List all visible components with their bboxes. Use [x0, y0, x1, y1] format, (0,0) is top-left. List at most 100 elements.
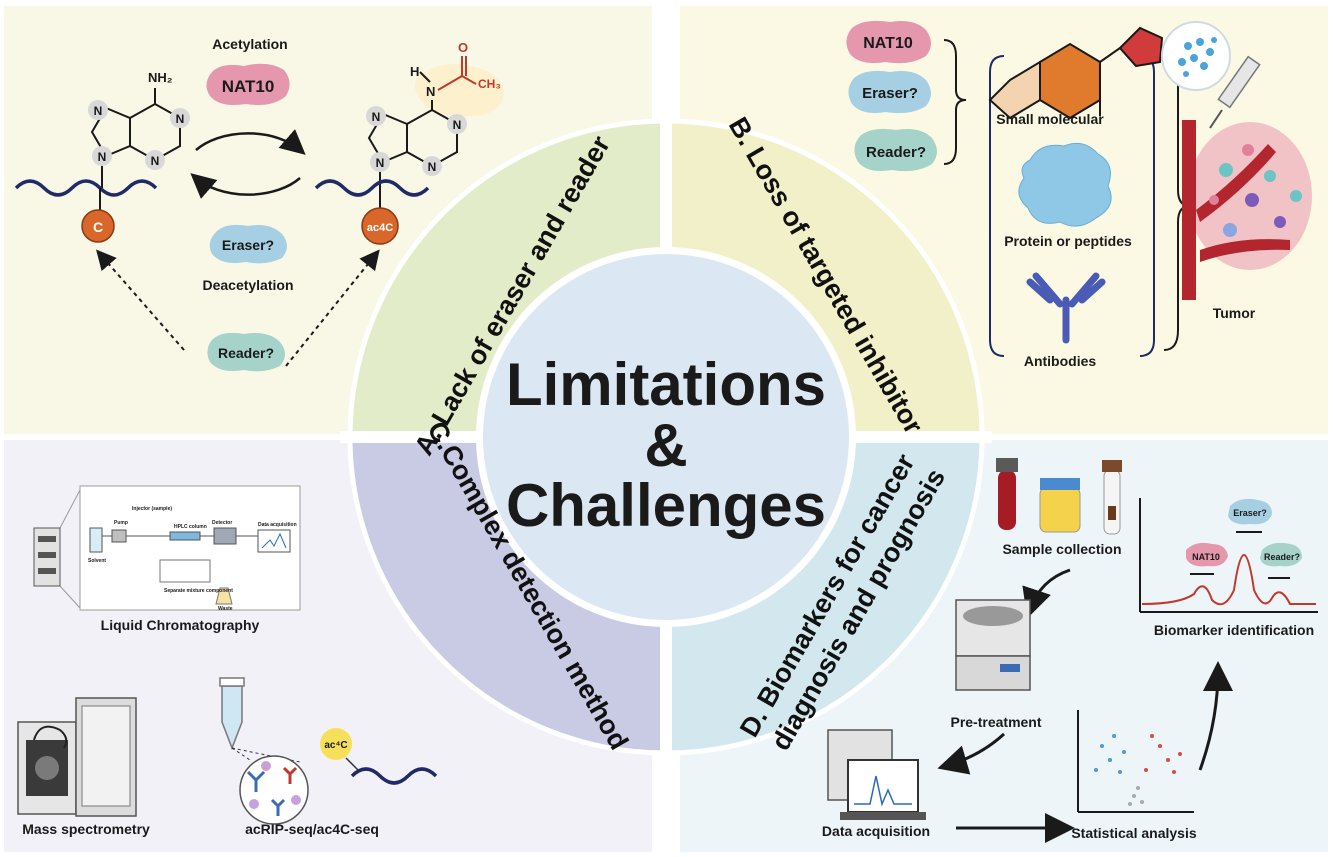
atom-n-c1: [170, 108, 190, 128]
molecule-c-pentring: [90, 106, 131, 158]
liquid-chromatography-label: Liquid Chromatography: [101, 617, 260, 633]
atom-n-r4: [370, 152, 390, 172]
arrow-pretreat: [937, 732, 1006, 775]
nucleotide-ac4c-circle: [361, 207, 399, 245]
atom-n-c1-label: N: [176, 112, 185, 126]
small-molecule-icon: [988, 26, 1164, 120]
syringe-icon: [1161, 21, 1261, 129]
arrow-sample-to-centrifuge: [1022, 568, 1071, 619]
center-title-line2: &: [644, 412, 687, 479]
atom-n-c4-label: N: [98, 150, 107, 164]
o-label: O: [458, 40, 468, 55]
n-acetyl-label: N: [426, 84, 435, 99]
reader-blob-b: [854, 128, 937, 172]
biomarker-chromatogram: [1139, 498, 1318, 613]
nucleotide-c-label: C: [93, 219, 103, 235]
eraser-blob-a: [209, 224, 287, 264]
protein-label: Protein or peptides: [1004, 233, 1132, 249]
nat10-label-b: NAT10: [863, 35, 913, 52]
atom-n-c3-label: N: [94, 104, 103, 118]
peak-nat10-label: NAT10: [1192, 552, 1220, 562]
seq-icon: [219, 677, 438, 825]
brace-inner: [943, 39, 967, 165]
panel-d: Sample collection Pre-treatment Data acq…: [822, 458, 1318, 843]
ch3-label: CH₃: [478, 77, 501, 91]
sample-collection-label: Sample collection: [1002, 541, 1121, 557]
deacetylation-label: Deacetylation: [202, 277, 293, 293]
molecule-ac4c: H N O CH₃ N N N N: [366, 40, 504, 188]
ring-segment-c: [350, 437, 666, 753]
hplc-acquisition-label: Data acquisition: [258, 522, 297, 528]
reader-blob-a: [207, 332, 285, 372]
panel-a: Acetylation NAT10 Eraser? Deacetylation …: [14, 36, 504, 372]
data-acquisition-icon: [827, 729, 926, 820]
hplc-solvent-label: Solvent: [88, 558, 106, 564]
ring-segment-a: [350, 121, 666, 437]
mass-spectrometer-icon: [17, 697, 137, 817]
hplc-detector-label: Detector: [212, 520, 232, 526]
eraser-label-b: Eraser?: [862, 85, 918, 102]
sample-tubes-icon: [996, 458, 1122, 535]
hplc-column-label: HPLC column: [174, 524, 207, 530]
hplc-instrument-icon: [33, 527, 61, 587]
hplc-injector-label: Injector (sample): [132, 506, 172, 512]
panel-b: NAT10 Eraser? Reader? Small molecular Pr…: [846, 20, 1312, 369]
small-molecular-label: Small molecular: [996, 111, 1104, 127]
atom-n-r4-label: N: [376, 156, 385, 170]
protein-icon: [1018, 142, 1112, 227]
atom-n-r3: [366, 106, 386, 126]
centrifuge-icon: [955, 599, 1031, 691]
molecule-c: NH₂ N N N N: [88, 70, 190, 188]
arrow-stats-to-biomarker: [1198, 661, 1233, 771]
atom-n-c2: [145, 150, 165, 170]
rna-wave-right: [314, 179, 430, 197]
center-title-line1: Limitations: [506, 351, 826, 418]
pretreatment-label: Pre-treatment: [950, 714, 1041, 730]
dashed-arrow-left: [96, 249, 185, 351]
h-label: H: [410, 64, 419, 79]
mass-spectrometry-label: Mass spectrometry: [22, 821, 150, 837]
atom-n-r1: [447, 114, 467, 134]
antibodies-label: Antibodies: [1024, 353, 1097, 369]
hplc-separate-label: Separate mixture component: [164, 588, 233, 594]
nucleotide-c-circle: [81, 209, 115, 243]
cycle-arrow-top: [195, 129, 306, 155]
data-acquisition-label: Data acquisition: [822, 823, 930, 839]
hplc-waste-label: Waste: [218, 606, 233, 612]
center-circle: [483, 254, 849, 620]
eraser-label-a: Eraser?: [222, 237, 274, 253]
atom-n-r1-label: N: [453, 118, 462, 132]
peak-eraser-label: Eraser?: [1233, 508, 1267, 518]
tumor-label: Tumor: [1213, 305, 1256, 321]
ring-segment-b: [666, 121, 982, 437]
tumor-icon: [1182, 120, 1312, 300]
eraser-blob-b: [848, 70, 931, 114]
nat10-blob-a: [206, 63, 290, 105]
bracket-left: [989, 55, 1005, 357]
reader-label-b: Reader?: [866, 144, 926, 161]
peak-reader-label: Reader?: [1264, 552, 1300, 562]
hplc-pump-label: Pump: [114, 520, 128, 526]
acetylation-label: Acetylation: [212, 36, 287, 52]
atom-n-c2-label: N: [151, 154, 160, 168]
atom-n-c4: [92, 146, 112, 166]
nat10-blob-b: [846, 20, 931, 64]
reader-label-a: Reader?: [218, 345, 274, 361]
atom-n-r2-label: N: [428, 160, 437, 174]
cycle-arrow-bottom: [190, 173, 301, 199]
nat10-label-a: NAT10: [222, 77, 275, 96]
molecule-ac4c-pentring: [367, 112, 408, 164]
nh2-label: NH₂: [148, 70, 173, 85]
atom-n-r2: [422, 156, 442, 176]
biomarker-identification-label: Biomarker identification: [1154, 622, 1314, 638]
panel-c: Pump Injector (sample) HPLC column Detec…: [17, 485, 438, 837]
atom-n-c3: [88, 100, 108, 120]
nucleotide-ac4c-label: ac4C: [367, 222, 393, 234]
ring: [340, 110, 992, 764]
center-title-line3: Challenges: [506, 472, 826, 539]
seq-label: acRIP-seq/ac4C-seq: [245, 821, 379, 837]
acetyl-highlight: [415, 64, 504, 117]
ring-segment-d: [666, 437, 982, 753]
antibody-icon: [1026, 272, 1106, 344]
